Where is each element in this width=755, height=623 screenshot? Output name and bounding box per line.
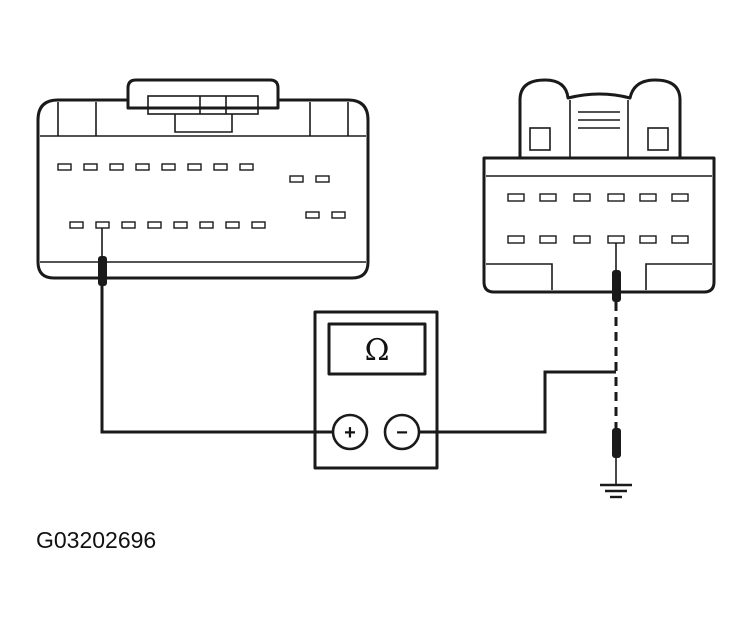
- ground-probe: [612, 428, 621, 484]
- left-probe: [98, 228, 107, 286]
- left-connector-pin-row-lower: [69, 211, 346, 229]
- left-probe-tip: [98, 256, 107, 286]
- positive-terminal-label: +: [344, 422, 356, 444]
- ohmmeter-body: [313, 310, 439, 470]
- ohmmeter: Ω + −: [313, 310, 439, 470]
- figure-id: G03202696: [36, 527, 156, 553]
- right-probe: [612, 243, 621, 302]
- right-connector-top-housing: [518, 78, 682, 158]
- right-probe-tip: [612, 270, 621, 302]
- negative-terminal: [383, 413, 421, 451]
- left-connector-body: [36, 98, 370, 280]
- left-connector-latch-window: [147, 95, 259, 115]
- positive-lead-wire: [100, 286, 332, 434]
- ground-icon: [600, 483, 632, 499]
- ohmmeter-display: [327, 322, 427, 376]
- left-connector-pin-row-upper: [57, 163, 330, 183]
- right-connector-lock-window-left: [529, 127, 551, 151]
- positive-terminal: [331, 413, 369, 451]
- left-connector: [36, 78, 370, 280]
- right-connector-lock-window-right: [647, 127, 669, 151]
- right-connector: [482, 78, 716, 294]
- right-connector-pin-row-upper: [507, 193, 689, 202]
- ground-probe-tip: [612, 428, 621, 458]
- left-connector-latch: [126, 78, 280, 108]
- negative-lead-wire: [418, 370, 616, 434]
- right-connector-body: [482, 156, 716, 294]
- ohm-symbol: Ω: [365, 333, 390, 368]
- negative-terminal-label: −: [396, 422, 408, 444]
- right-connector-pin-row-lower: [507, 235, 689, 244]
